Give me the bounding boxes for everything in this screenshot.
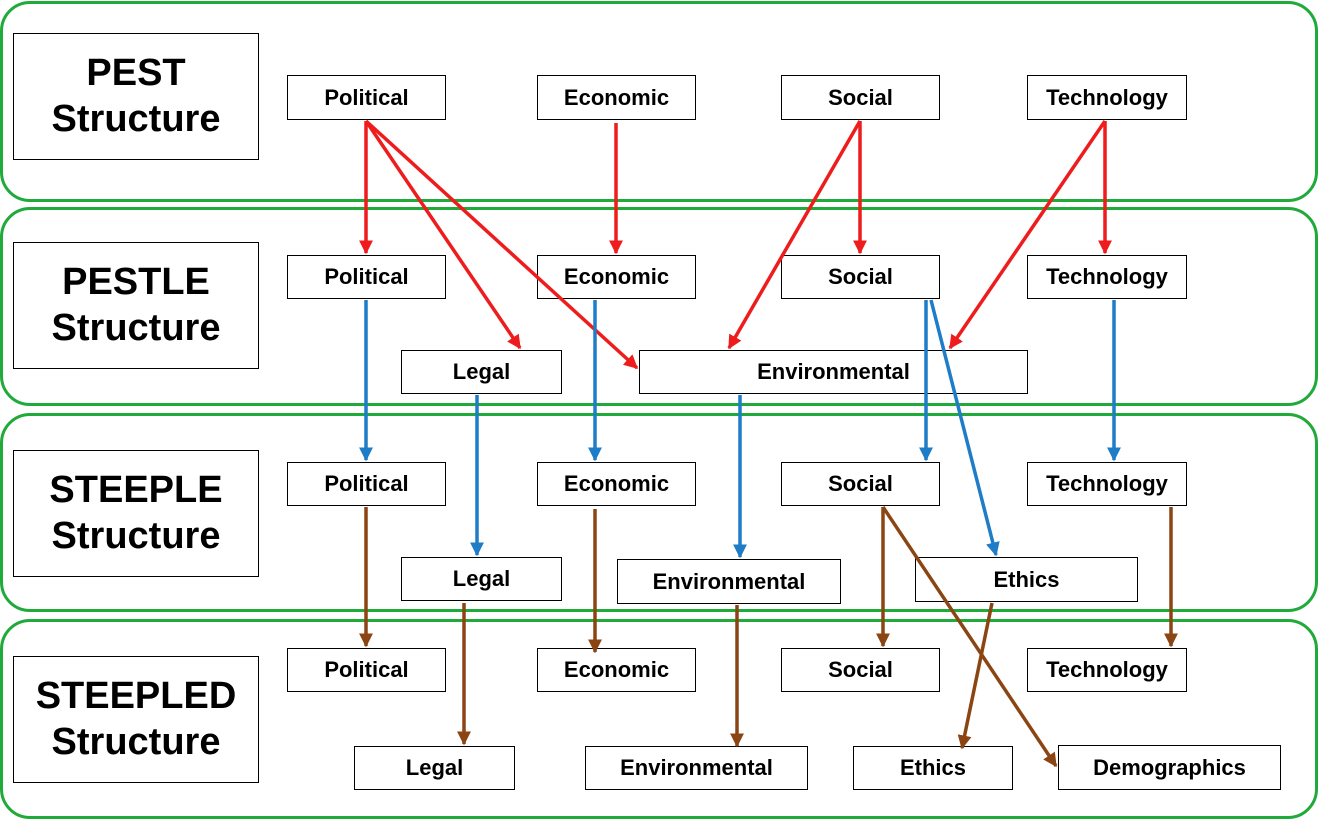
steeple-structure-title: STEEPLE Structure	[13, 450, 259, 577]
steeple-ethics-node: Ethics	[915, 557, 1138, 602]
pestle-economic-node: Economic	[537, 255, 696, 299]
arrow-social-ethics	[929, 299, 1000, 557]
steepled-structure-title: STEEPLED Structure	[13, 656, 259, 783]
steepled-environmental-node: Environmental	[585, 746, 808, 790]
steepled-technology-node: Technology	[1027, 648, 1187, 692]
steeple-social-node: Social	[781, 462, 940, 506]
pest-political-node: Political	[287, 75, 446, 120]
pest-structure-title: PEST Structure	[13, 33, 259, 160]
pest-social-node: Social	[781, 75, 940, 120]
arrow-political-environmental	[364, 119, 639, 370]
pestle-structure-title: PESTLE Structure	[13, 242, 259, 369]
arrow-technology-environmental	[948, 120, 1107, 350]
title-line1: PESTLE	[62, 260, 210, 303]
title-line1: PEST	[86, 51, 186, 94]
title-line1: STEEPLED	[35, 674, 237, 717]
steeple-political-node: Political	[287, 462, 446, 506]
steeple-economic-node: Economic	[537, 462, 696, 506]
steeple-legal-node: Legal	[401, 557, 562, 601]
title-line1: STEEPLE	[49, 468, 223, 511]
arrow-social-demographics	[881, 506, 1058, 768]
arrow-social-environmental	[727, 120, 862, 350]
pestle-environmental-node: Environmental	[639, 350, 1028, 394]
title-line2: Structure	[51, 97, 221, 140]
steeple-technology-node: Technology	[1027, 462, 1187, 506]
pest-economic-node: Economic	[537, 75, 696, 120]
pestle-political-node: Political	[287, 255, 446, 299]
pest-technology-node: Technology	[1027, 75, 1187, 120]
steepled-economic-node: Economic	[537, 648, 696, 692]
title-line2: Structure	[51, 514, 221, 557]
steepled-social-node: Social	[781, 648, 940, 692]
arrow-ethics-ethics	[957, 602, 994, 750]
arrow-political-legal	[364, 120, 522, 350]
title-line2: Structure	[51, 720, 221, 763]
steepled-demographics-node: Demographics	[1058, 745, 1281, 790]
steeple-environmental-node: Environmental	[617, 559, 841, 604]
steepled-legal-node: Legal	[354, 746, 515, 790]
steepled-political-node: Political	[287, 648, 446, 692]
steepled-ethics-node: Ethics	[853, 746, 1013, 790]
pestle-technology-node: Technology	[1027, 255, 1187, 299]
title-line2: Structure	[51, 306, 221, 349]
pestle-legal-node: Legal	[401, 350, 562, 394]
pestle-social-node: Social	[781, 255, 940, 299]
